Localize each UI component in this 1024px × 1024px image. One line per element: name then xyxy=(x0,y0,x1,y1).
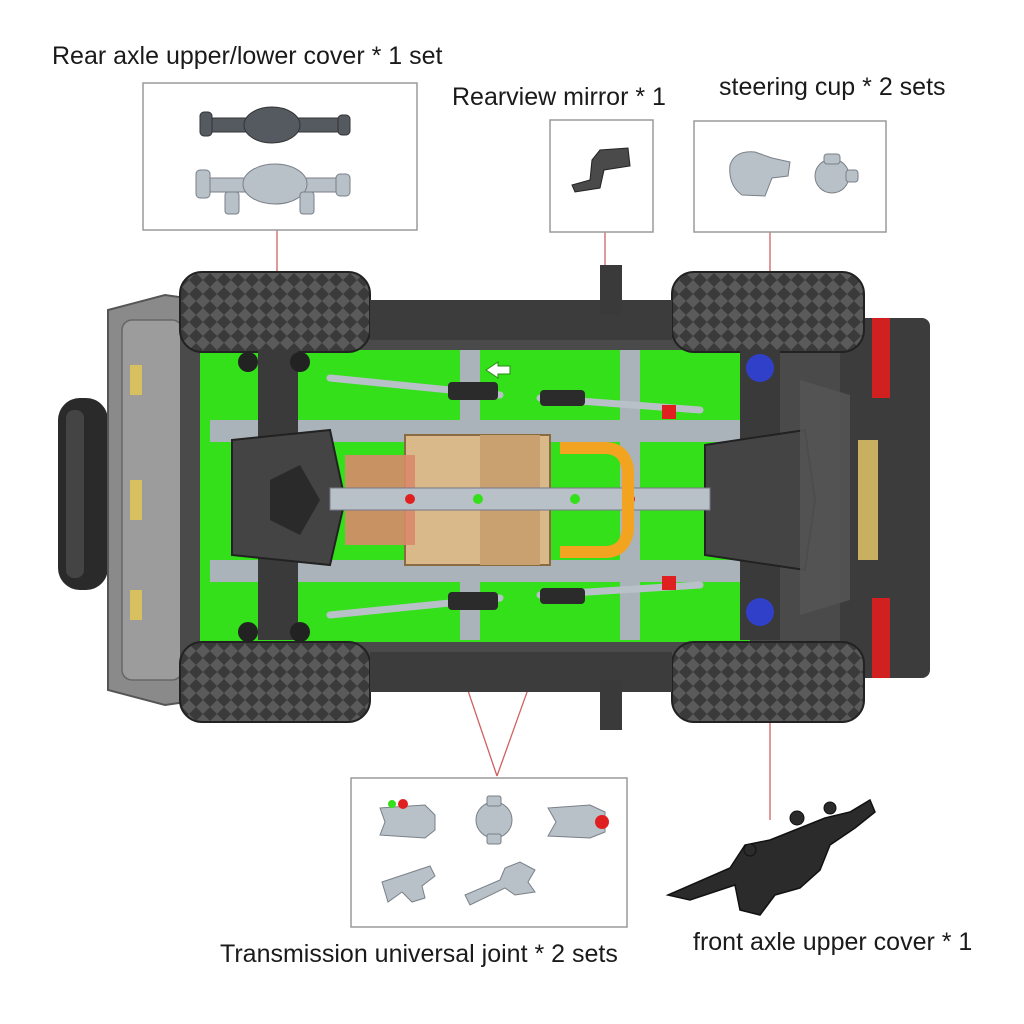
front-body xyxy=(840,318,930,678)
rear-axle xyxy=(231,350,347,642)
front-axle-upper-cover-part xyxy=(665,798,876,916)
drive-shaft xyxy=(329,487,711,511)
rearview-mirror-box xyxy=(549,119,654,233)
front-top-tire xyxy=(671,271,865,353)
rear-axle-cover-box xyxy=(142,82,418,231)
front-bottom-tire xyxy=(671,641,865,723)
rear-top-tire xyxy=(179,271,371,353)
front-axle-cover-label: front axle upper cover * 1 xyxy=(693,928,973,956)
rear-axle-cover-label: Rear axle upper/lower cover * 1 set xyxy=(52,42,443,70)
chassis xyxy=(58,265,930,730)
rear-bottom-tire xyxy=(179,641,371,723)
universal-joint-box xyxy=(350,777,628,928)
steering-cup-label: steering cup * 2 sets xyxy=(719,73,946,101)
rearview-mirror-label: Rearview mirror * 1 xyxy=(452,83,666,111)
universal-joint-label: Transmission universal joint * 2 sets xyxy=(220,940,618,968)
steering-cup-box xyxy=(693,120,887,233)
mirror-part xyxy=(571,147,631,193)
front-axle xyxy=(704,350,850,640)
orange-bar xyxy=(560,442,634,558)
